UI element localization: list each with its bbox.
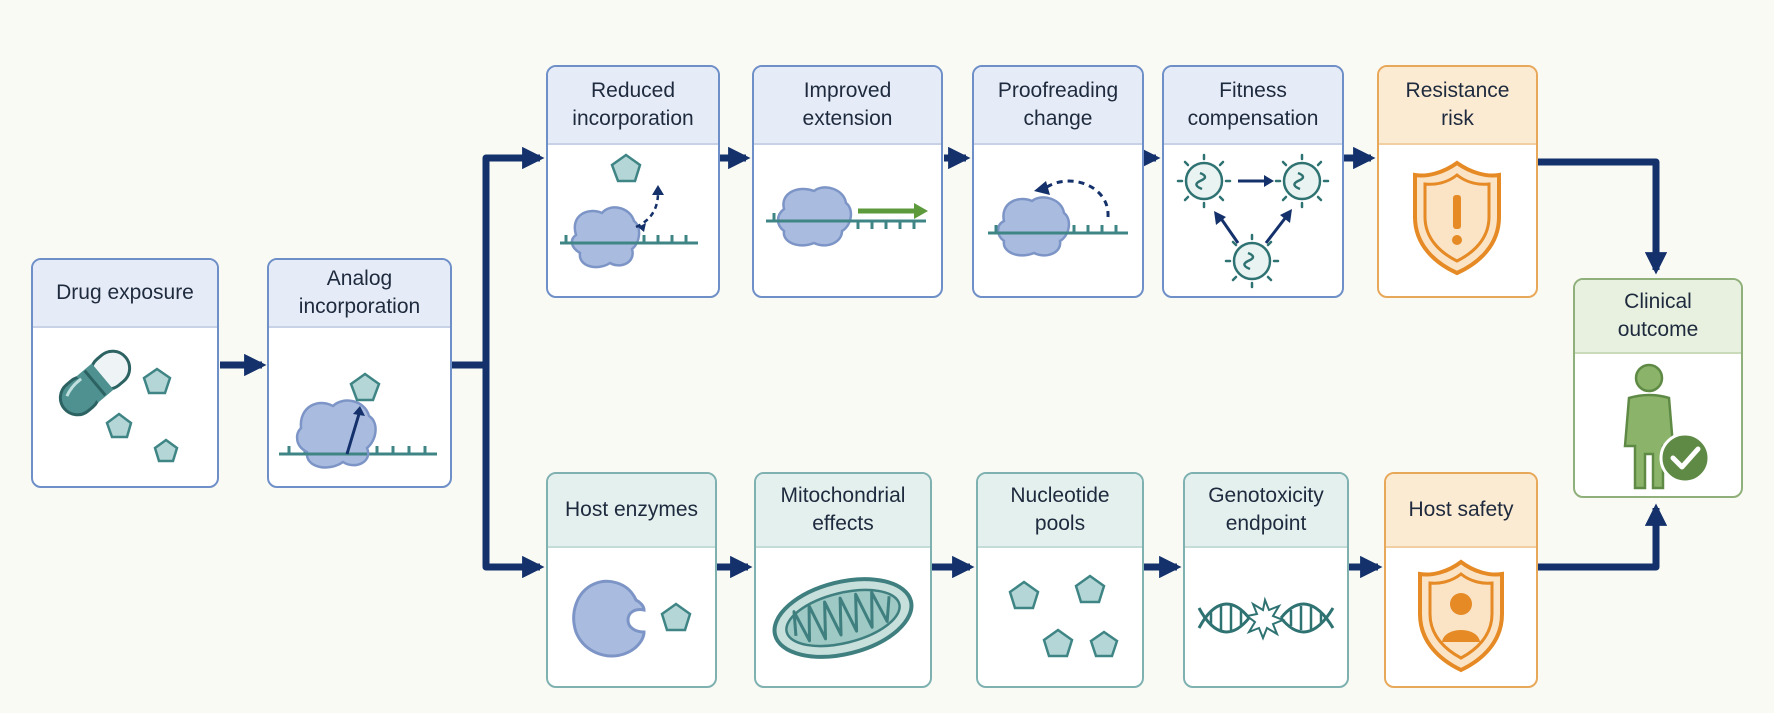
nucleotide-pentagon-icon (610, 153, 642, 183)
node-mitochondrial-effects: Mitochondrial effects (754, 472, 932, 688)
nucleotide-pentagon-icon (1008, 574, 1119, 658)
node-label: Proofreading change (974, 67, 1142, 145)
nucleotide-pentagon-icon (105, 367, 179, 463)
nucleotide-pentagon-icon (349, 372, 381, 402)
dashed-arrow-icon (635, 192, 660, 229)
person-icon (1623, 363, 1711, 490)
node-label: Nucleotide pools (978, 474, 1142, 548)
dna-break-icon (1197, 596, 1335, 641)
node-proofreading-change: Proofreading change (972, 65, 1144, 298)
node-analog-incorporation: Analog incorporation (267, 258, 452, 488)
node-label: Analog incorporation (269, 260, 450, 328)
person-shield-icon (1418, 559, 1504, 673)
warning-shield-icon (1413, 160, 1501, 276)
node-label: Reduced incorporation (548, 67, 718, 145)
node-label: Genotoxicity endpoint (1185, 474, 1347, 548)
node-host-enzymes: Host enzymes (546, 472, 717, 688)
nucleotide-pentagon-icon (660, 602, 692, 632)
check-badge-icon (1659, 432, 1711, 484)
node-clinical-outcome: Clinical outcome (1573, 278, 1743, 498)
node-resistance-risk: Resistance risk (1377, 65, 1538, 298)
node-label: Resistance risk (1379, 67, 1536, 145)
virus-icon (1176, 153, 1330, 289)
capsule-icon (58, 349, 179, 463)
node-label: Drug exposure (33, 260, 217, 328)
node-label: Clinical outcome (1575, 280, 1741, 354)
edge-resistance-to-outcome (1538, 158, 1668, 275)
node-genotoxicity-endpoint: Genotoxicity endpoint (1183, 472, 1349, 688)
node-improved-extension: Improved extension (752, 65, 943, 298)
enzyme-icon (572, 579, 692, 658)
node-reduced-incorporation: Reduced incorporation (546, 65, 720, 298)
edge-analog-to-reduced (452, 146, 545, 369)
node-label: Host enzymes (548, 474, 715, 548)
arrow-icon (1214, 175, 1292, 244)
polymerase-icon (766, 186, 928, 247)
edge-analog-to-host-enzymes (482, 365, 545, 579)
node-label: Improved extension (754, 67, 941, 145)
node-fitness-compensation: Fitness compensation (1162, 65, 1344, 298)
polymerase-icon (279, 372, 437, 469)
polymerase-icon (988, 179, 1128, 257)
extension-arrow-icon (858, 203, 928, 219)
mitochondrion-icon (772, 577, 914, 659)
edge-safety-to-outcome (1538, 503, 1668, 571)
node-label: Fitness compensation (1164, 67, 1342, 145)
node-nucleotide-pools: Nucleotide pools (976, 472, 1144, 688)
node-label: Mitochondrial effects (756, 474, 930, 548)
node-label: Host safety (1386, 474, 1536, 548)
node-host-safety: Host safety (1384, 472, 1538, 688)
node-drug-exposure: Drug exposure (31, 258, 219, 488)
polymerase-icon (560, 153, 698, 269)
